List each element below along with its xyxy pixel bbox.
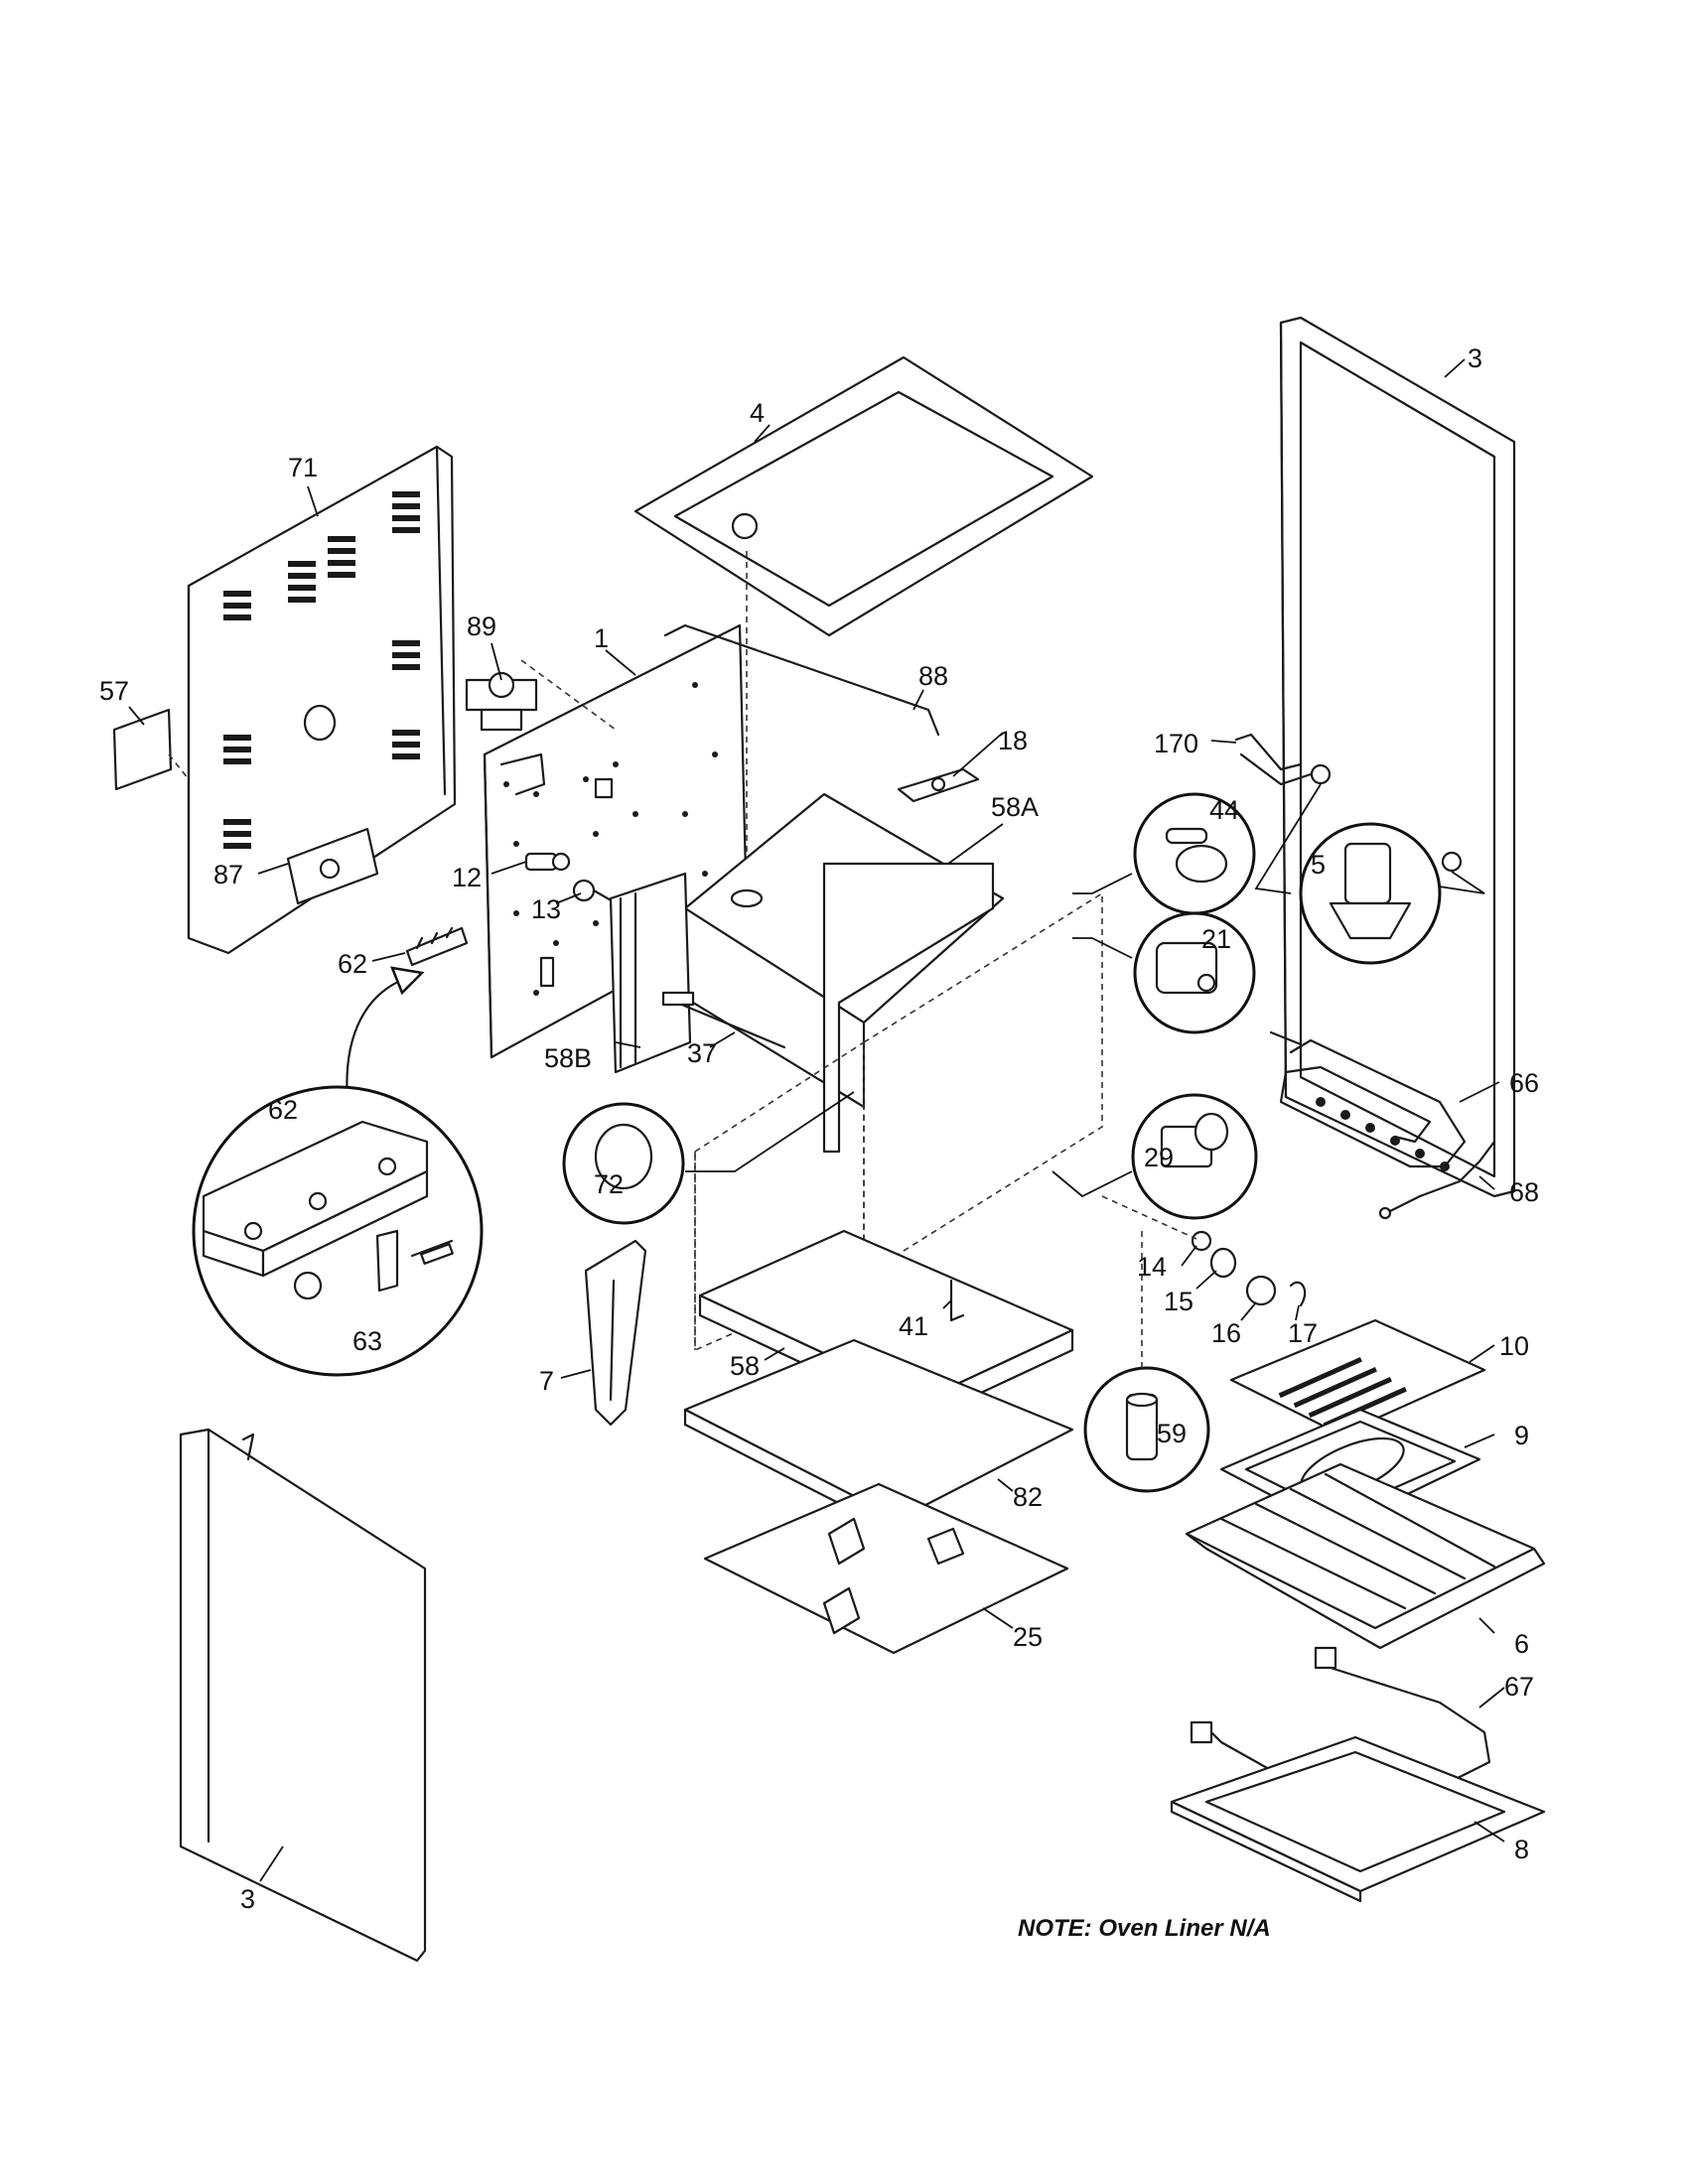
label-21: 21 <box>1201 924 1231 954</box>
bracket-part-68 <box>1378 1140 1496 1220</box>
insulation-part-58b <box>609 872 692 1074</box>
label-58a: 58A <box>991 792 1039 822</box>
label-89: 89 <box>467 612 496 641</box>
callout-part-21 <box>1072 911 1256 1034</box>
label-59: 59 <box>1157 1419 1187 1448</box>
label-4: 4 <box>750 398 765 428</box>
label-62-top: 62 <box>338 949 367 979</box>
oven-cavity-hidden-lines <box>694 891 1103 1352</box>
bracket-part-170 <box>1234 733 1313 786</box>
label-8: 8 <box>1514 1835 1529 1864</box>
detail-arrow-head <box>390 966 425 996</box>
sensor-part-37 <box>661 991 786 1049</box>
label-9: 9 <box>1514 1421 1529 1450</box>
bracket-part-18 <box>897 767 980 803</box>
label-68: 68 <box>1509 1177 1539 1207</box>
label-67: 67 <box>1504 1672 1534 1702</box>
callout-part-59 <box>1083 1231 1210 1493</box>
callout-part-72 <box>562 1091 855 1225</box>
label-3-right: 3 <box>1468 343 1482 373</box>
terminal-block-part-62 <box>405 926 469 967</box>
label-58: 58 <box>730 1351 760 1381</box>
terminal-detail-callout <box>192 1085 484 1377</box>
label-17: 17 <box>1288 1318 1318 1348</box>
clip-part-41 <box>949 1279 965 1322</box>
label-25: 25 <box>1013 1622 1043 1652</box>
leader-lines <box>128 358 1505 1882</box>
broiler-grid-part-10 <box>1229 1318 1486 1436</box>
label-44: 44 <box>1209 795 1239 825</box>
label-10: 10 <box>1499 1331 1529 1361</box>
side-panel-part-3-left <box>179 1428 427 1963</box>
label-29: 29 <box>1144 1143 1174 1172</box>
label-3-left: 3 <box>240 1884 255 1914</box>
label-66: 66 <box>1509 1068 1539 1098</box>
callout-part-5 <box>1299 822 1442 965</box>
label-170: 170 <box>1154 729 1198 758</box>
thermostat-part-12 <box>524 852 571 872</box>
label-7: 7 <box>539 1366 554 1396</box>
label-18: 18 <box>998 726 1028 755</box>
label-41: 41 <box>899 1311 928 1341</box>
oven-bottom-part-8 <box>1170 1735 1546 1903</box>
label-6: 6 <box>1514 1629 1529 1659</box>
label-63: 63 <box>352 1326 382 1356</box>
label-13: 13 <box>531 894 561 924</box>
switch-part-89 <box>465 659 617 732</box>
label-72: 72 <box>594 1169 624 1199</box>
callout-part-44 <box>1072 792 1256 915</box>
label-87: 87 <box>213 860 243 889</box>
broil-element-part-66 <box>1269 1030 1467 1168</box>
bracket-part-57 <box>112 708 190 791</box>
detail-arrow <box>346 976 409 1104</box>
oven-rack-part-6 <box>1185 1462 1546 1650</box>
hinge-part-7 <box>584 1239 647 1427</box>
label-14: 14 <box>1137 1252 1167 1282</box>
lamp-parts-14-17 <box>1101 1195 1307 1307</box>
label-88: 88 <box>918 661 948 691</box>
rear-panel-part-71 <box>187 445 457 955</box>
label-82: 82 <box>1013 1482 1043 1512</box>
label-15: 15 <box>1164 1287 1193 1316</box>
label-1: 1 <box>594 623 609 653</box>
wire-part-88 <box>663 623 940 737</box>
oven-top-part-4 <box>633 355 1094 864</box>
drawer-bottom-part-25 <box>703 1482 1069 1655</box>
label-16: 16 <box>1211 1318 1241 1348</box>
oven-liner-note: NOTE: Oven Liner N/A <box>1018 1915 1271 1942</box>
label-62-detail: 62 <box>268 1095 298 1125</box>
label-5: 5 <box>1311 850 1326 880</box>
label-12: 12 <box>452 863 482 892</box>
callout-part-29 <box>1052 1093 1258 1220</box>
label-58b: 58B <box>544 1043 592 1073</box>
leveling-screws <box>1254 763 1485 894</box>
label-37: 37 <box>687 1038 717 1068</box>
side-panel-part-3-right <box>1279 316 1516 1198</box>
label-71: 71 <box>288 453 318 482</box>
label-57: 57 <box>99 676 129 706</box>
